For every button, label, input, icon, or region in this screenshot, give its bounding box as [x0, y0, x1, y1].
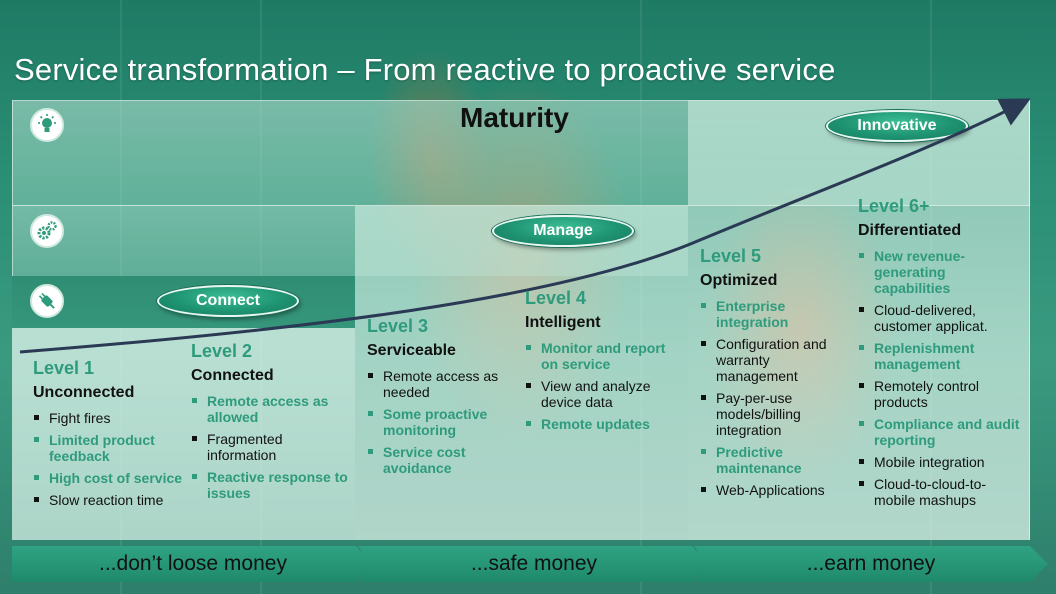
slide-title: Service transformation – From reactive t…: [14, 52, 836, 87]
list-item: Web-Applications: [700, 482, 850, 498]
level-5-column: Level 5 Optimized Enterprise integration…: [700, 245, 850, 504]
lightbulb-icon: [30, 108, 64, 142]
manage-pill: Manage: [492, 215, 634, 247]
level-2-column: Level 2 Connected Remote access as allow…: [191, 340, 351, 507]
list-item: Monitor and report on service: [525, 340, 685, 372]
outcome-arrow-2: ...safe money: [358, 546, 710, 582]
level-number: Level 2: [191, 341, 253, 361]
list-item: View and analyze device data: [525, 378, 685, 410]
list-item: Predictive maintenance: [700, 444, 850, 476]
level-name: Intelligent: [525, 314, 601, 331]
list-item: Fragmented information: [191, 431, 351, 463]
gears-icon: [30, 214, 64, 248]
list-item: Service cost avoidance: [367, 444, 517, 476]
innovative-pill: Innovative: [826, 110, 968, 142]
list-item: New revenue-generating capabilities: [858, 248, 1023, 296]
list-item: Cloud-delivered, customer applicat.: [858, 302, 1023, 334]
level-number: Level 6+: [858, 196, 930, 216]
outcome-arrow-row: ...don’t loose money ...safe money ...ea…: [12, 546, 1048, 582]
level-name: Serviceable: [367, 342, 456, 359]
maturity-label: Maturity: [460, 102, 569, 133]
connect-pill: Connect: [157, 285, 299, 317]
list-item: Pay-per-use models/billing integration: [700, 390, 850, 438]
level-name: Connected: [191, 367, 274, 384]
list-item: High cost of service: [33, 470, 193, 486]
list-item: Some proactive monitoring: [367, 406, 517, 438]
level-number: Level 5: [700, 246, 762, 266]
list-item: Remote access as needed: [367, 368, 517, 400]
list-item: Remote access as allowed: [191, 393, 351, 425]
level-name: Differentiated: [858, 222, 962, 239]
list-item: Configuration and warranty management: [700, 336, 850, 384]
level-3-column: Level 3 Serviceable Remote access as nee…: [367, 315, 517, 482]
level-4-column: Level 4 Intelligent Monitor and report o…: [525, 287, 685, 438]
list-item: Limited product feedback: [33, 432, 193, 464]
level-number: Level 4: [525, 288, 587, 308]
level-number: Level 1: [33, 358, 95, 378]
list-item: Fight fires: [33, 410, 193, 426]
list-item: Reactive response to issues: [191, 469, 351, 501]
level-name: Unconnected: [33, 384, 135, 401]
outcome-arrow-1: ...don’t loose money: [12, 546, 374, 582]
level-1-column: Level 1 Unconnected Fight fires Limited …: [33, 357, 193, 514]
outcome-arrow-3: ...earn money: [694, 546, 1048, 582]
list-item: Replenishment management: [858, 340, 1023, 372]
list-item: Enterprise integration: [700, 298, 850, 330]
list-item: Slow reaction time: [33, 492, 193, 508]
list-item: Remote updates: [525, 416, 685, 432]
list-item: Cloud-to-cloud-to-mobile mashups: [858, 476, 1023, 508]
list-item: Compliance and audit reporting: [858, 416, 1023, 448]
list-item: Mobile integration: [858, 454, 1023, 470]
level-6-column: Level 6+ Differentiated New revenue-gene…: [858, 195, 1023, 514]
level-name: Optimized: [700, 272, 778, 289]
plug-icon: [30, 284, 64, 318]
list-item: Remotely control products: [858, 378, 1023, 410]
level-number: Level 3: [367, 316, 429, 336]
